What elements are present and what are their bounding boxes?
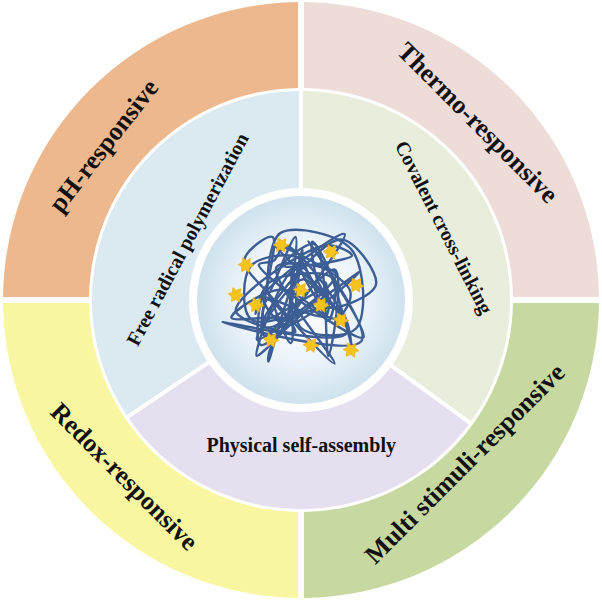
- drug-particle: [293, 283, 309, 297]
- drug-particle: [343, 343, 359, 357]
- drug-particle: [228, 288, 244, 303]
- polymer-chains: [223, 230, 377, 364]
- center-rim: [191, 190, 411, 410]
- segment-fill: [92, 91, 299, 415]
- segment-label: Multi stimuli-responsive: [359, 358, 571, 570]
- center-disk: [197, 196, 405, 404]
- segment-label-group: Redox-responsive: [44, 397, 204, 557]
- drug-particle: [248, 297, 264, 312]
- segment-label-group: Covalent cross-linking: [390, 137, 497, 318]
- drug-particle: [303, 338, 319, 352]
- drug-particle: [313, 298, 329, 313]
- segment-fill: [129, 364, 469, 509]
- polymer-chain: [267, 230, 363, 336]
- segment-label: Physical self-assembly: [207, 434, 396, 457]
- segment-label: Redox-responsive: [44, 397, 204, 557]
- drug-particle: [238, 258, 254, 273]
- segment-fill: [304, 303, 599, 598]
- drug-particle: [273, 238, 289, 252]
- segment-label: Covalent cross-linking: [390, 137, 497, 318]
- segment-fill: [3, 2, 298, 297]
- drug-particle: [323, 245, 339, 260]
- drug-particle: [348, 278, 364, 292]
- segment-label-group: Free radical polymerization: [122, 129, 254, 349]
- segment-label-group: Thermo-responsive: [391, 37, 564, 210]
- segment-label-group: Physical self-assembly: [207, 434, 396, 457]
- segment-fill: [3, 303, 298, 598]
- segment-fill: [304, 2, 599, 297]
- polymer-chain: [258, 239, 377, 345]
- segment-fill: [303, 91, 510, 421]
- drug-particle: [263, 332, 279, 347]
- segment-label: Thermo-responsive: [391, 37, 564, 210]
- segment-label-group: Multi stimuli-responsive: [359, 358, 571, 570]
- segment-label: pH-responsive: [43, 74, 165, 218]
- segment-label-group: pH-responsive: [43, 74, 165, 218]
- drug-particles: [228, 238, 364, 358]
- segment-label: Free radical polymerization: [122, 129, 254, 349]
- drug-particle: [333, 313, 349, 327]
